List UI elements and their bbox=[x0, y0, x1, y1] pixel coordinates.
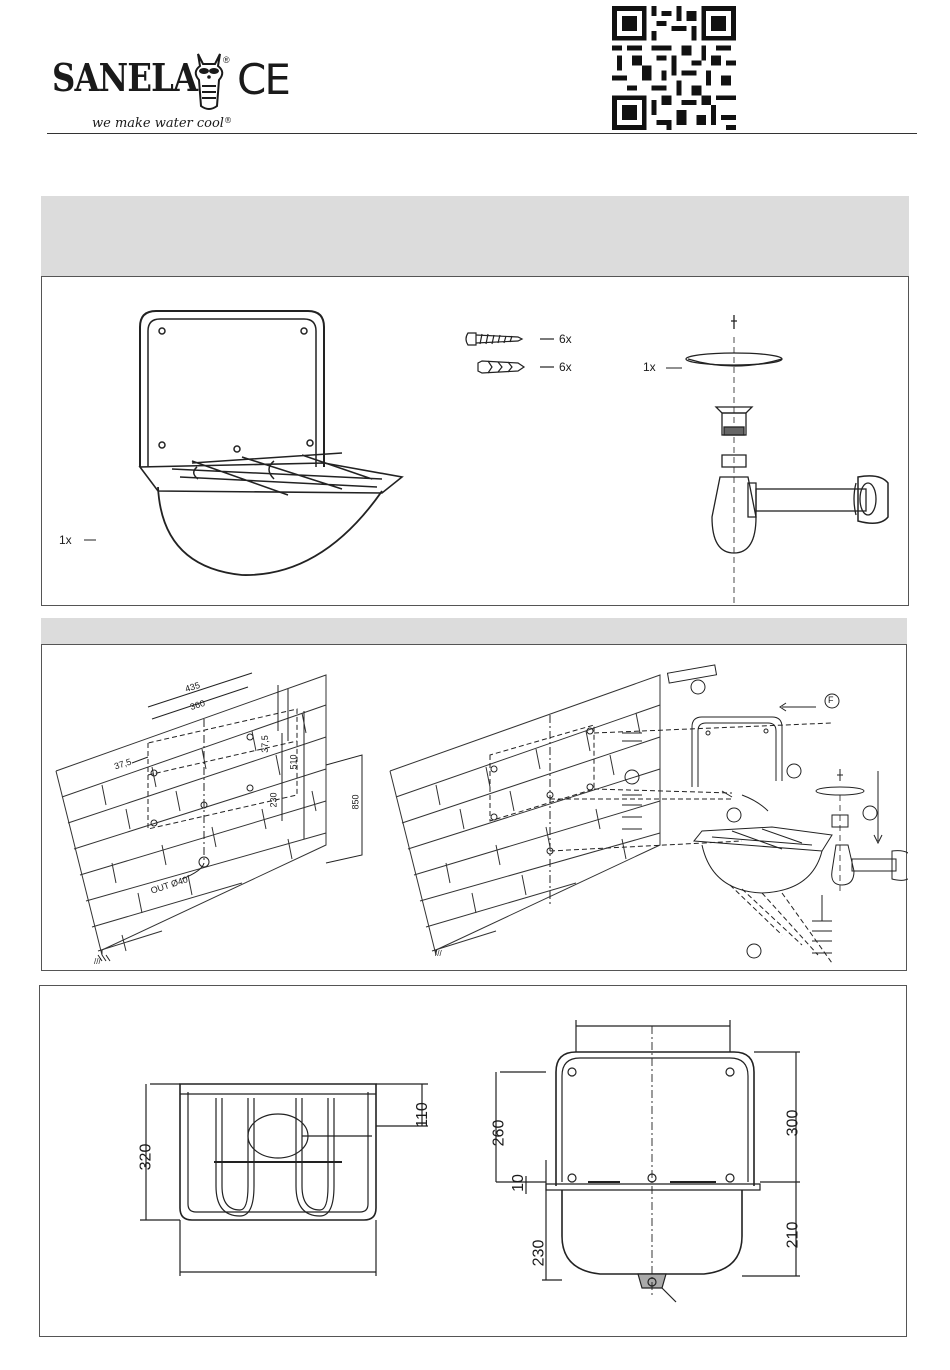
parts-panel: 1x 6x 6x 1x bbox=[41, 276, 909, 606]
wall-plug-icon bbox=[478, 361, 554, 373]
dim-10: 10 bbox=[510, 1174, 528, 1192]
right-wall-bricks bbox=[390, 675, 660, 955]
dim-320: 320 bbox=[137, 1144, 155, 1171]
dim-110: 110 bbox=[414, 1102, 432, 1128]
ce-mark: CE bbox=[237, 55, 289, 104]
drain-qty-label: 1x bbox=[643, 360, 656, 374]
basin-qty-label: 1x bbox=[59, 533, 72, 547]
screw-icon bbox=[466, 333, 554, 345]
dim-260: 260 bbox=[490, 1120, 508, 1147]
slogan-reg-mark: ® bbox=[224, 116, 232, 125]
qr-code[interactable] bbox=[612, 6, 736, 130]
drain-set-icon bbox=[666, 315, 888, 607]
section-header-installation bbox=[41, 618, 907, 644]
slogan: we make water cool® bbox=[92, 116, 232, 131]
section-header-parts bbox=[41, 196, 909, 276]
left-mounting-layout bbox=[132, 673, 362, 879]
dim-37-5-right: 37,5 bbox=[260, 735, 270, 753]
callout-f: F bbox=[828, 695, 834, 705]
installation-drawing bbox=[42, 645, 908, 972]
registered-mark: ® bbox=[223, 55, 230, 65]
dim-230-front: 230 bbox=[530, 1240, 548, 1267]
dim-850: 850 bbox=[351, 794, 361, 809]
dimensions-panel: 320 110 260 10 230 300 210 bbox=[39, 985, 907, 1337]
top-view-drawing bbox=[140, 1084, 428, 1276]
parts-drawing bbox=[42, 277, 910, 607]
dim-230: 230 bbox=[269, 792, 279, 807]
installation-panel: 435 360 37,5 37,5 510 230 850 OUT Ø40 //… bbox=[41, 644, 907, 971]
brand-logo-text: SANELA bbox=[52, 55, 197, 100]
left-wall-bricks bbox=[56, 675, 326, 955]
dim-210: 210 bbox=[784, 1222, 802, 1249]
floor-mark-left: /// bbox=[94, 957, 101, 966]
slogan-text: we make water cool bbox=[92, 116, 224, 131]
floor-mark-right: /// bbox=[435, 949, 442, 958]
dimensions-drawing bbox=[40, 986, 908, 1338]
header-divider bbox=[47, 133, 917, 134]
dim-300: 300 bbox=[784, 1110, 802, 1137]
plug-qty-label: 6x bbox=[559, 360, 572, 374]
dim-510: 510 bbox=[289, 754, 299, 769]
screw-qty-label: 6x bbox=[559, 332, 572, 346]
